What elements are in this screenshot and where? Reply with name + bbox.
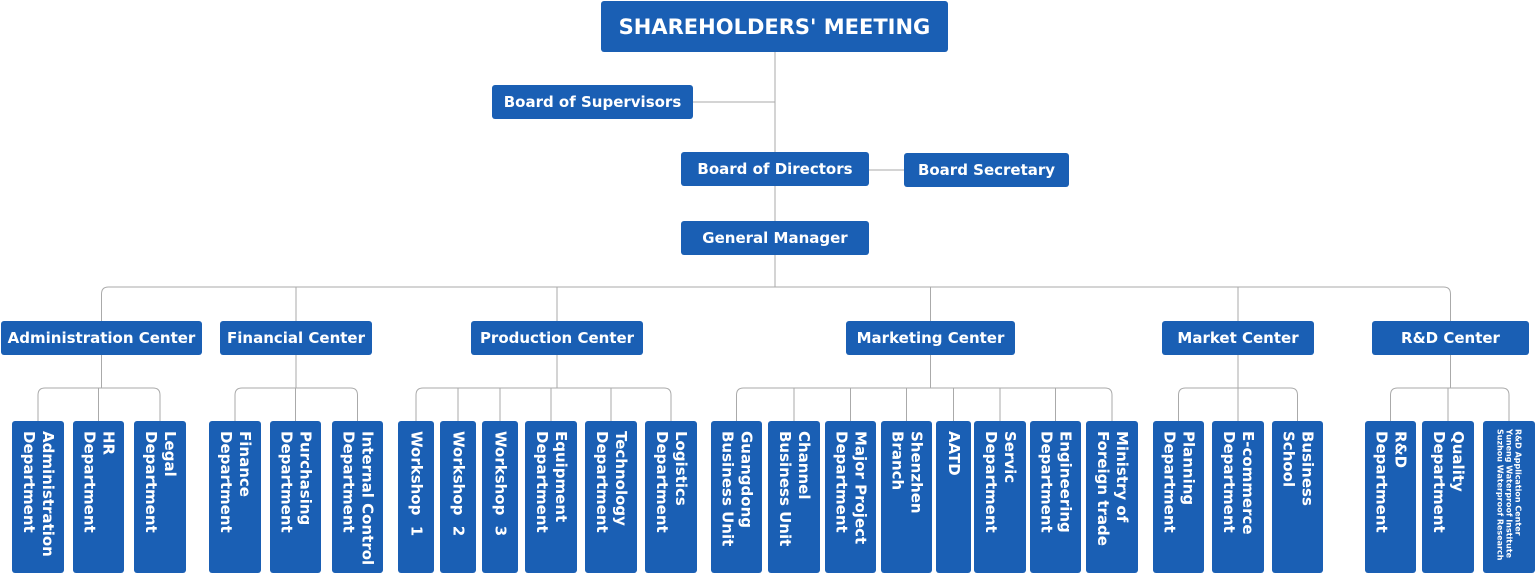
department-box: Internal Control Department — [332, 421, 383, 573]
department-box: Workshop 1 — [398, 421, 434, 573]
shareholders-meeting-box: SHAREHOLDERS' MEETING — [601, 1, 948, 52]
department-box: Business School — [1272, 421, 1323, 573]
department-label: Legal Department — [142, 431, 179, 533]
department-label: Workshop 2 — [449, 431, 468, 537]
department-box: Major Project Department — [825, 421, 876, 573]
department-label: Channel Business Unit — [776, 431, 813, 547]
department-label: Finance Department — [217, 431, 254, 533]
dept-bus-line — [1390, 387, 1510, 396]
department-label: Shenzhen Branch — [888, 431, 926, 514]
department-box: Equipment Department — [525, 421, 577, 573]
department-box: Servic Department — [974, 421, 1026, 573]
department-label: Workshop 3 — [491, 431, 510, 537]
department-label: Guangdong Business Unit — [718, 431, 756, 547]
department-box: Workshop 2 — [440, 421, 476, 573]
department-box: Administration Department — [12, 421, 64, 573]
department-box: Shenzhen Branch — [881, 421, 932, 573]
dept-bus-line — [736, 387, 1113, 396]
department-box: Engineering Department — [1030, 421, 1081, 573]
center-box: Administration Center — [1, 321, 202, 355]
dept-bus-line — [415, 387, 672, 396]
center-box: Marketing Center — [846, 321, 1015, 355]
board-of-supervisors-box: Board of Supervisors — [492, 85, 693, 119]
department-label: HR Department — [80, 431, 118, 533]
department-label: AATD — [945, 431, 963, 476]
department-label: Logistics Department — [653, 431, 690, 533]
center-bus-line — [101, 286, 1451, 295]
department-box: R&D Department — [1365, 421, 1416, 573]
general-manager-box: General Manager — [681, 221, 869, 255]
department-label: Major Project Department — [832, 431, 870, 545]
department-label: R&D Application Center Yuneng Waterproof… — [1495, 429, 1523, 561]
department-box: Logistics Department — [645, 421, 697, 573]
department-box: Ministry of Foreign trade — [1086, 421, 1138, 573]
department-label: Administration Department — [20, 431, 57, 557]
department-label: Ministry of Foreign trade — [1094, 431, 1131, 546]
department-label: Technology Department — [593, 431, 630, 533]
center-box: R&D Center — [1372, 321, 1529, 355]
department-label: R&D Department — [1372, 431, 1410, 533]
department-label: Planning Department — [1160, 431, 1198, 533]
board-secretary-box: Board Secretary — [904, 153, 1069, 187]
board-of-directors-box: Board of Directors — [681, 152, 869, 186]
department-label: Quality Department — [1430, 431, 1467, 533]
department-box: Purchasing Department — [270, 421, 321, 573]
department-label: Business School — [1279, 431, 1317, 506]
center-box: Financial Center — [220, 321, 372, 355]
department-box: Planning Department — [1153, 421, 1204, 573]
center-box: Production Center — [471, 321, 643, 355]
department-box: Technology Department — [585, 421, 637, 573]
department-label: Internal Control Department — [339, 431, 377, 566]
department-box: Channel Business Unit — [768, 421, 820, 573]
department-label: Workshop 1 — [407, 431, 426, 537]
dept-bus-line — [234, 387, 358, 396]
department-box: Finance Department — [209, 421, 261, 573]
department-label: Engineering Department — [1037, 431, 1075, 533]
department-box: Guangdong Business Unit — [711, 421, 762, 573]
department-label: E-commerce Department — [1220, 431, 1257, 535]
department-label: Purchasing Department — [277, 431, 315, 533]
department-box: E-commerce Department — [1212, 421, 1264, 573]
department-box: Legal Department — [134, 421, 186, 573]
department-box: Workshop 3 — [482, 421, 518, 573]
department-box: HR Department — [73, 421, 124, 573]
department-label: Servic Department — [982, 431, 1019, 533]
department-box: R&D Application Center Yuneng Waterproof… — [1483, 421, 1535, 573]
center-box: Market Center — [1162, 321, 1314, 355]
department-box: AATD — [936, 421, 971, 573]
department-box: Quality Department — [1422, 421, 1474, 573]
department-label: Equipment Department — [533, 431, 570, 533]
